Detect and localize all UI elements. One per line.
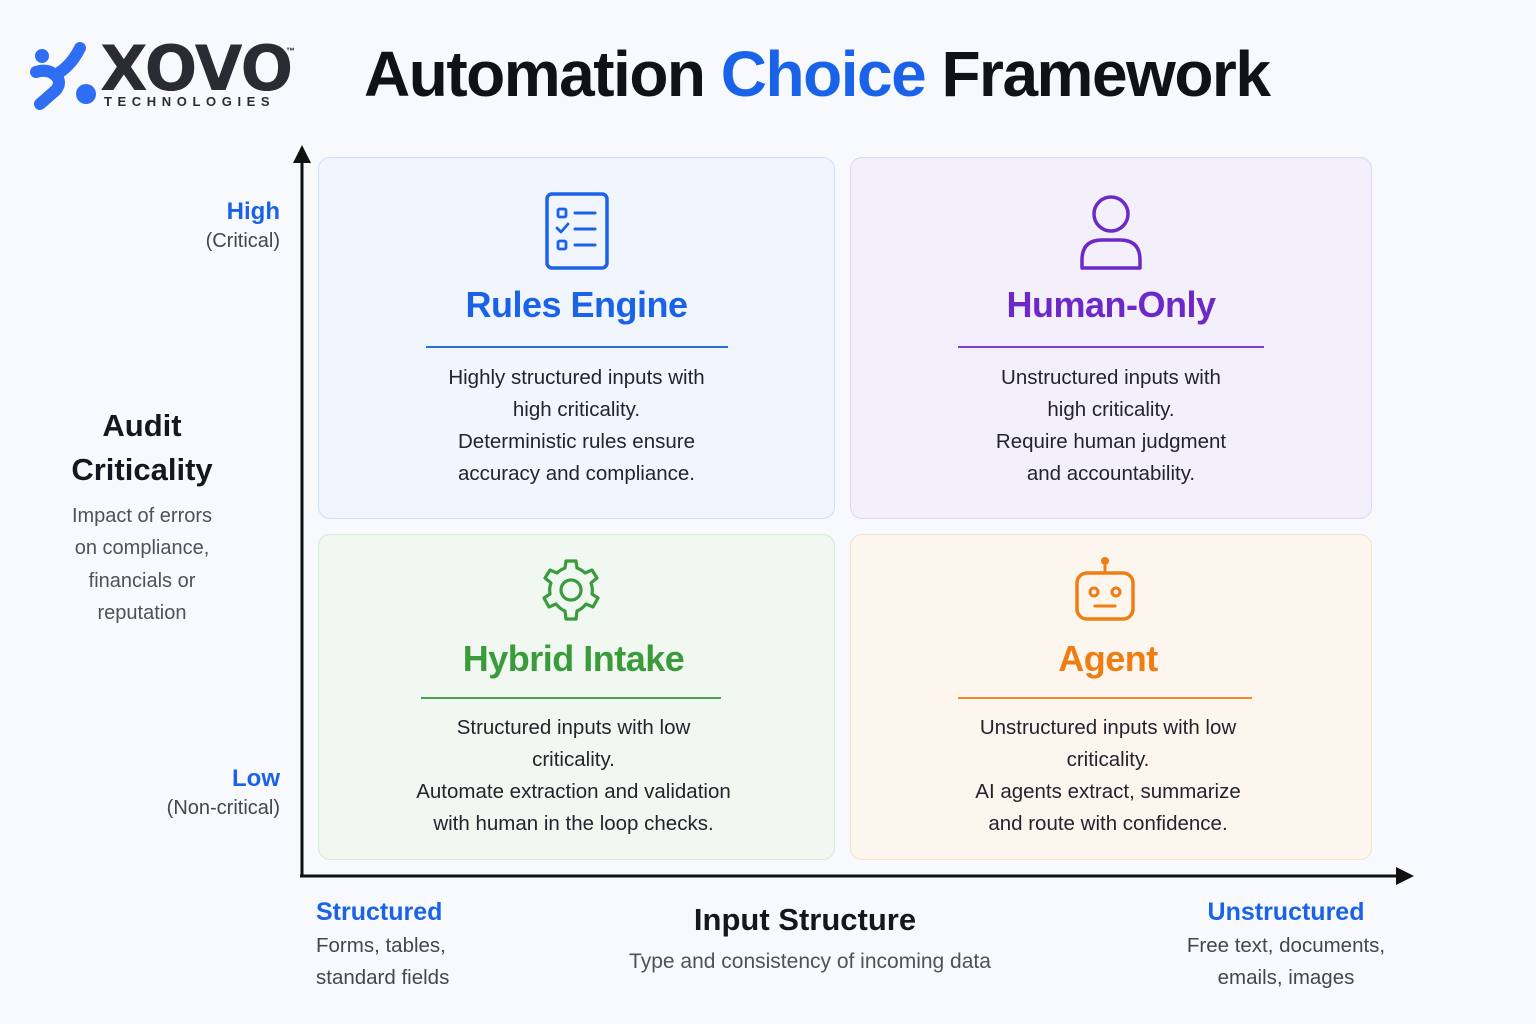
y-low-text: Low xyxy=(232,765,280,792)
x-right-text: Unstructured xyxy=(1207,898,1365,926)
x-right-sub-line: emails, images xyxy=(1217,965,1355,989)
quadrant-title: Agent xyxy=(1058,638,1158,679)
y-axis-desc-line: reputation xyxy=(97,602,187,625)
quadrant-hybrid-intake: Hybrid Intake Structured inputs with low… xyxy=(318,534,835,860)
y-axis-title-line: Criticality xyxy=(71,452,213,488)
description-line: and route with confidence. xyxy=(988,811,1228,835)
quadrant-rules-engine: Rules Engine Highly structured inputs wi… xyxy=(318,157,835,519)
quadrant-divider xyxy=(420,697,721,699)
description-line: AI agents extract, summarize xyxy=(975,779,1241,803)
quadrant-divider xyxy=(958,346,1264,348)
description-line: accuracy and compliance. xyxy=(457,461,695,485)
x-left-sub-line: Forms, tables, xyxy=(316,933,446,957)
y-high-text: High xyxy=(226,198,280,225)
y-high-sub: (Critical) xyxy=(205,230,280,253)
description-line: Automate extraction and validation xyxy=(416,779,731,803)
x-left-sub-line: standard fields xyxy=(316,965,450,989)
description-line: Unstructured inputs with xyxy=(1001,366,1221,389)
description-line: Deterministic rules ensure xyxy=(458,429,695,453)
quadrant-description: Structured inputs with low criticality. … xyxy=(313,712,834,840)
title-accent: Choice xyxy=(720,38,927,110)
y-axis-desc-line: financials or xyxy=(88,569,196,592)
quadrant-title: Human-Only xyxy=(1006,284,1216,325)
x-left-text: Structured xyxy=(316,898,443,926)
y-axis-desc-line: on compliance, xyxy=(74,537,210,560)
page-title: Automation Choice Framework xyxy=(364,38,1271,112)
description-line: criticality. xyxy=(1066,747,1150,771)
y-axis-description: Impact of errors on compliance, financia… xyxy=(22,500,262,630)
logo-wordmark: XOVO xyxy=(100,32,293,105)
description-line: and accountability. xyxy=(1026,461,1196,485)
x-axis-arrow-icon xyxy=(1396,867,1414,885)
quadrant-title: Hybrid Intake xyxy=(462,638,685,679)
description-line: criticality. xyxy=(532,747,615,771)
title-prefix: Automation xyxy=(364,38,706,110)
x-axis-title: Input Structure xyxy=(693,902,917,937)
y-low-label: Low (Non-critical) xyxy=(80,763,280,822)
quadrant-description: Highly structured inputs with high criti… xyxy=(319,362,834,490)
logo-mark-icon xyxy=(30,42,96,110)
description-line: Unstructured inputs with low xyxy=(979,716,1237,739)
checklist-icon xyxy=(544,192,609,270)
description-line: high criticality. xyxy=(512,397,641,421)
x-right-label: Unstructured Free text, documents, email… xyxy=(1150,896,1422,993)
description-line: Structured inputs with low xyxy=(456,716,691,739)
y-axis-title: Audit Criticality xyxy=(22,404,262,492)
description-line: Require human judgment xyxy=(995,429,1227,453)
quadrant-description: Unstructured inputs with low criticality… xyxy=(845,712,1371,840)
logo-tagline: TECHNOLOGIES xyxy=(104,94,276,109)
quadrant-description: Unstructured inputs with high criticalit… xyxy=(851,362,1371,490)
person-icon xyxy=(1080,195,1142,270)
y-high-label: High (Critical) xyxy=(80,196,280,255)
quadrant-agent: Agent Unstructured inputs with low criti… xyxy=(850,534,1372,860)
quadrant-divider xyxy=(958,697,1252,699)
gear-icon xyxy=(541,559,600,621)
xovo-logo: XOVO ™ TECHNOLOGIES xyxy=(30,38,310,116)
logo-trademark: ™ xyxy=(286,46,295,56)
description-line: Highly structured inputs with xyxy=(448,366,705,389)
y-axis-arrow-icon xyxy=(293,145,311,163)
y-axis-title-line: Audit xyxy=(102,408,182,443)
y-low-sub: (Non-critical) xyxy=(166,797,280,820)
x-axis-description: Type and consistency of incoming data xyxy=(629,950,991,973)
quadrant-title: Rules Engine xyxy=(465,284,688,325)
y-axis-desc-line: Impact of errors xyxy=(71,505,213,527)
title-suffix: Framework xyxy=(941,38,1270,110)
quadrant-human-only: Human-Only Unstructured inputs with high… xyxy=(850,157,1372,519)
robot-icon xyxy=(1075,557,1135,621)
x-left-label: Structured Forms, tables, standard field… xyxy=(316,896,449,993)
description-line: high criticality. xyxy=(1047,397,1175,421)
description-line: with human in the loop checks. xyxy=(433,811,714,835)
x-right-sub-line: Free text, documents, xyxy=(1186,933,1386,957)
quadrant-divider xyxy=(425,346,728,348)
